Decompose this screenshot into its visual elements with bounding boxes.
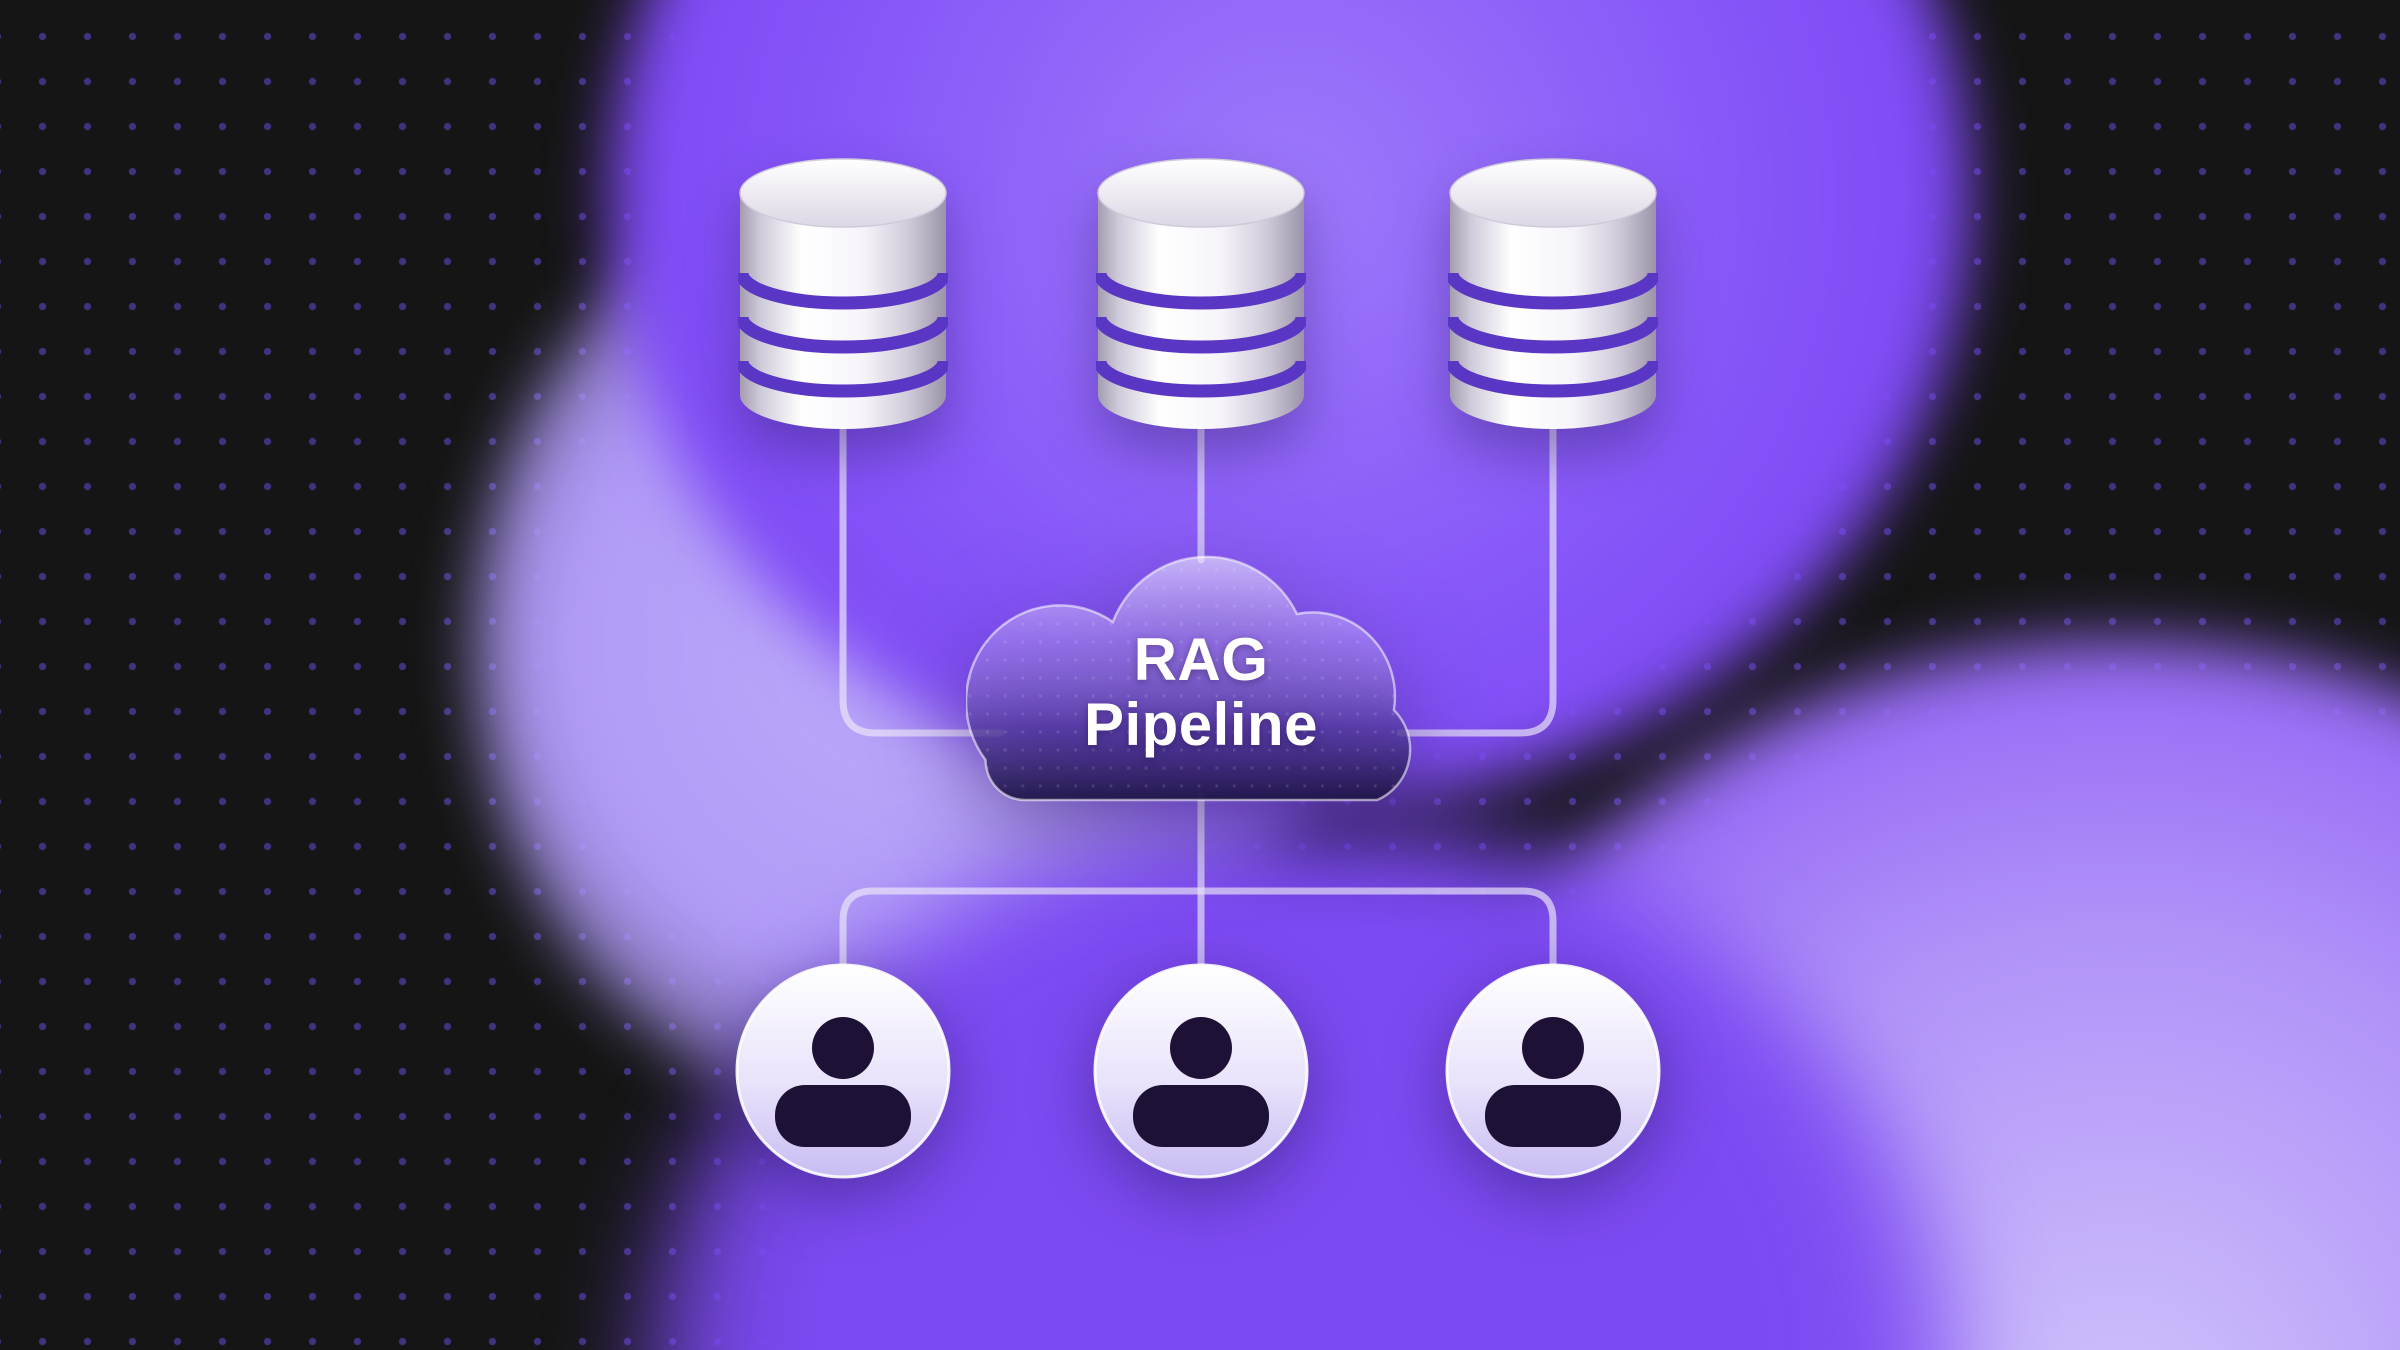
cloud-label: RAG Pipeline <box>966 530 1436 830</box>
connector-db3-to-cloud <box>1396 424 1557 737</box>
cloud-label-line2: Pipeline <box>1083 691 1319 758</box>
cloud-label-line1: RAG <box>1133 626 1269 694</box>
database-icon <box>1096 155 1306 435</box>
connector-db1-to-cloud <box>839 424 1004 737</box>
rag-pipeline-cloud: RAG Pipeline <box>966 530 1436 830</box>
cloud-icon <box>966 555 1412 802</box>
database-icon <box>1448 155 1658 435</box>
database-icon <box>738 155 948 435</box>
connector-branch-users <box>839 887 1557 972</box>
user-icon <box>733 961 953 1181</box>
user-icon <box>1091 961 1311 1181</box>
user-icon <box>1443 961 1663 1181</box>
